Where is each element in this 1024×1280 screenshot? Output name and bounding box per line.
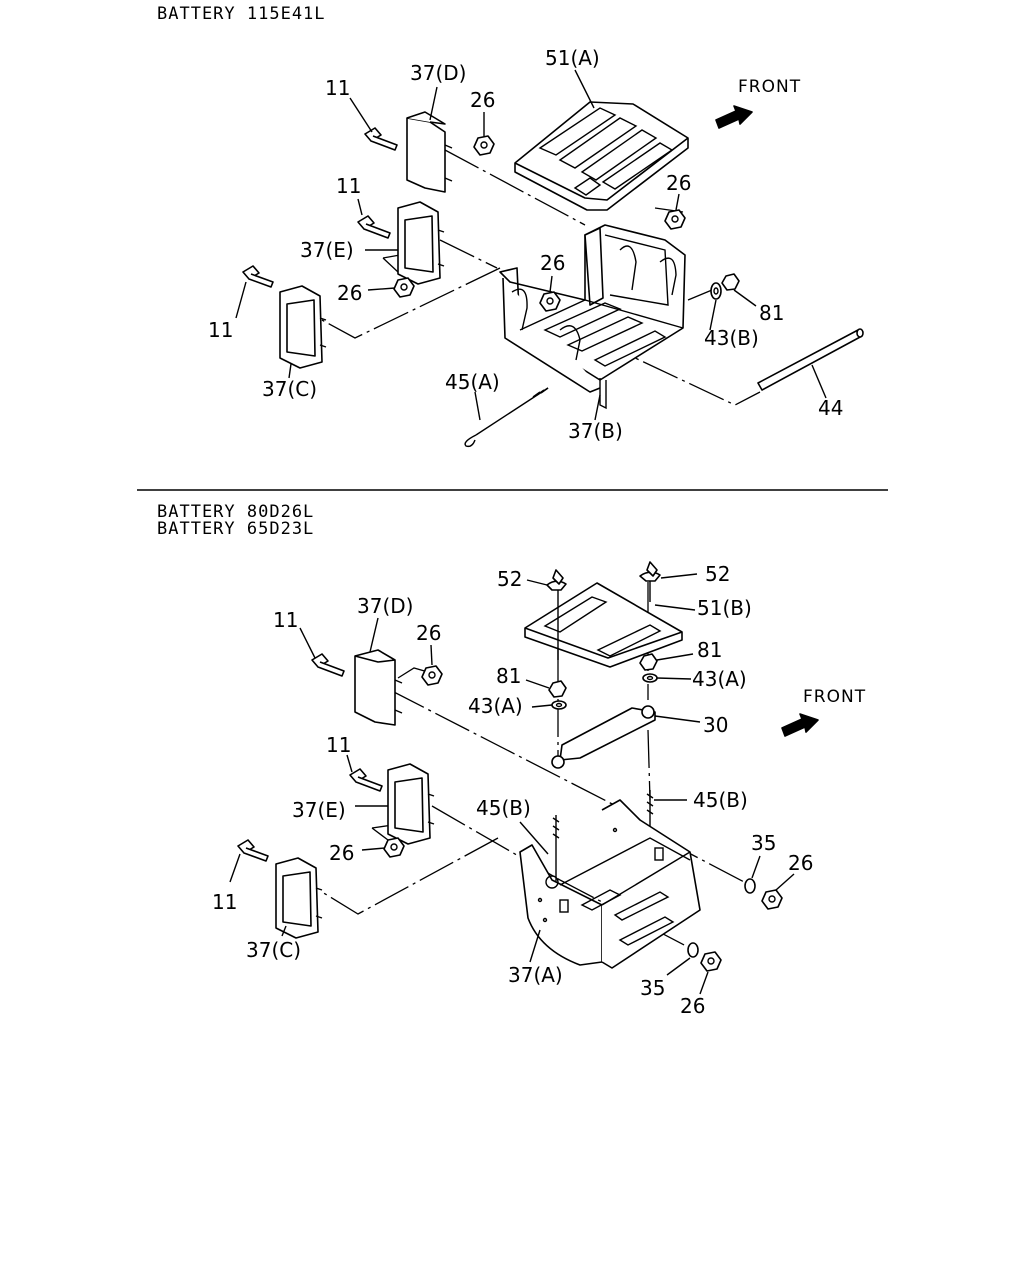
callout-37e: 37(E) [300, 238, 354, 262]
nut-26-a [421, 665, 443, 686]
nut-26-b [664, 209, 686, 230]
rod-44 [757, 328, 864, 391]
section2-drawing [229, 561, 819, 995]
callout-35: 35 [751, 831, 776, 855]
callout-37b: 37(B) [568, 419, 623, 443]
battery-cover-51b [524, 582, 683, 668]
section1-drawing [235, 69, 864, 448]
callout-81: 81 [759, 301, 784, 325]
callout-26: 26 [329, 841, 354, 865]
bolt-11-a [364, 127, 398, 151]
bracket-37c [279, 285, 327, 369]
callout-11: 11 [208, 318, 233, 342]
callout-37c: 37(C) [246, 938, 301, 962]
callout-35: 35 [640, 976, 665, 1000]
callout-26: 26 [788, 851, 813, 875]
nut-26-d [700, 951, 722, 972]
callout-37d: 37(D) [357, 594, 413, 618]
nut-26-c [539, 291, 561, 312]
callout-43a: 43(A) [692, 667, 747, 691]
bracket-37e [387, 763, 435, 845]
callout-26: 26 [470, 88, 495, 112]
callout-43a: 43(A) [468, 694, 523, 718]
callout-37d: 37(D) [410, 61, 466, 85]
callout-11: 11 [273, 608, 298, 632]
callout-26: 26 [666, 171, 691, 195]
section2-title-line1: BATTERY 80D26L [157, 502, 315, 522]
front-label: FRONT [738, 77, 801, 97]
washer-35-a [744, 878, 756, 894]
callout-26: 26 [416, 621, 441, 645]
bolt-11-c [237, 839, 269, 862]
front-label: FRONT [803, 687, 866, 707]
callout-37c: 37(C) [262, 377, 317, 401]
bracket-37e [397, 201, 445, 285]
callout-37e: 37(E) [292, 798, 346, 822]
front-arrow-icon [781, 713, 819, 737]
callout-45b: 45(B) [693, 788, 748, 812]
nut-26-b [383, 837, 405, 858]
callout-30: 30 [703, 713, 728, 737]
bracket-37d [354, 649, 403, 726]
callout-81: 81 [496, 664, 521, 688]
section2-title-line2: BATTERY 65D23L [157, 519, 315, 539]
hold-down-bar-30 [551, 705, 656, 769]
callout-11: 11 [212, 890, 237, 914]
nut-81-a [548, 680, 567, 698]
hook-bolt-45a [464, 387, 549, 448]
nut-26-a [473, 135, 495, 156]
nut-81 [721, 273, 740, 291]
battery-cover-51a [514, 101, 689, 211]
washer-35-b [687, 942, 699, 958]
bolt-11-c [242, 265, 274, 288]
callout-52: 52 [497, 567, 522, 591]
nut-81-b [639, 653, 658, 671]
bracket-37d [406, 111, 453, 193]
callout-43b: 43(B) [704, 326, 759, 350]
washer-43a-b [642, 673, 658, 683]
bolt-11-b [349, 768, 383, 792]
callout-81: 81 [697, 638, 722, 662]
bracket-37c [275, 857, 323, 939]
callout-52: 52 [705, 562, 730, 586]
callout-44: 44 [818, 396, 843, 420]
bolt-11-b [357, 215, 391, 239]
washer-43a-a [551, 700, 567, 710]
callout-26: 26 [337, 281, 362, 305]
callout-11: 11 [325, 76, 350, 100]
washer-43b [710, 282, 722, 300]
wing-bolt-52-a [546, 569, 567, 660]
nut-26-d [393, 277, 415, 298]
battery-tray-37a [519, 799, 701, 969]
callout-51a: 51(A) [545, 46, 600, 70]
wing-bolt-52-b [639, 561, 661, 602]
section1-title: BATTERY 115E41L [157, 4, 326, 24]
bolt-11-a [311, 653, 345, 677]
callout-51b: 51(B) [697, 596, 752, 620]
callout-26: 26 [680, 994, 705, 1018]
callout-37a: 37(A) [508, 963, 563, 987]
callout-11: 11 [326, 733, 351, 757]
callout-45a: 45(A) [445, 370, 500, 394]
callout-45b: 45(B) [476, 796, 531, 820]
battery-tray-37b [499, 224, 686, 410]
callout-11: 11 [336, 174, 361, 198]
front-arrow-icon [715, 105, 753, 129]
callout-26: 26 [540, 251, 565, 275]
nut-26-c [761, 889, 783, 910]
